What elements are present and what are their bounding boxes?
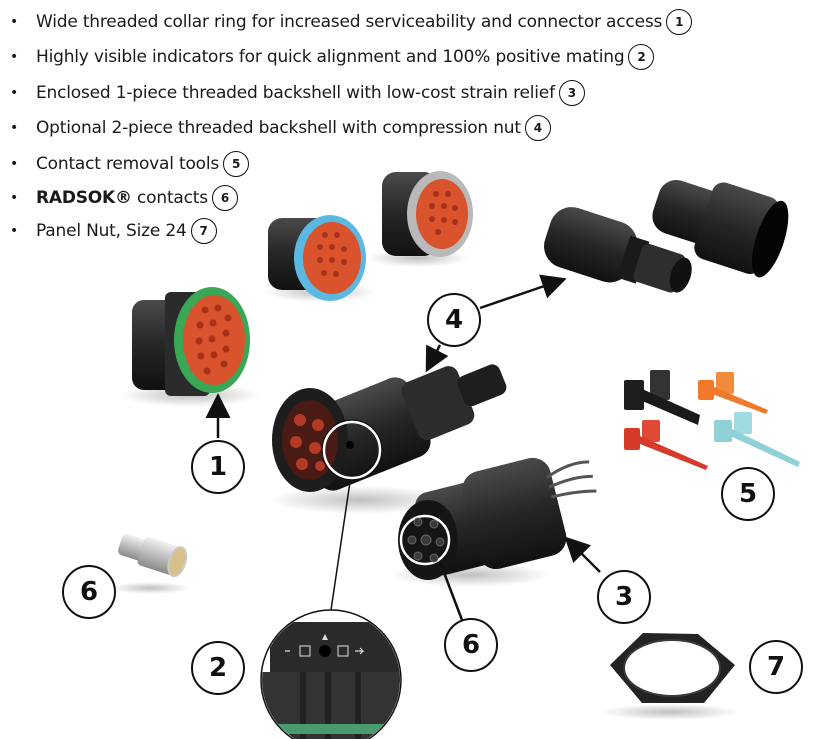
radsok-contact: [110, 534, 190, 594]
grey-plug-connector: [368, 171, 473, 267]
contact-removal-tools: [624, 370, 800, 470]
bullet: •: [10, 223, 19, 239]
plug-with-backshell: [270, 364, 507, 514]
feature-text: Wide threaded collar ring for increased …: [36, 11, 663, 32]
callout-3: 3: [597, 570, 651, 624]
feature-text-rest: contacts: [131, 188, 208, 208]
feature-item: • Contact removal tools 5: [8, 146, 692, 182]
feature-list: • Wide threaded collar ring for increase…: [8, 4, 693, 248]
callout-7: 7: [749, 640, 803, 694]
bullet: •: [10, 190, 19, 206]
bullet: •: [10, 49, 19, 66]
feature-item: • Enclosed 1-piece threaded backshell wi…: [8, 75, 692, 111]
number-badge: 1: [666, 8, 693, 35]
feature-text: Contact removal tools: [36, 153, 220, 174]
feature-item: • Highly visible indicators for quick al…: [8, 40, 692, 76]
number-badge: 5: [223, 150, 250, 177]
feature-text: Highly visible indicators for quick alig…: [36, 47, 625, 68]
number-badge: 4: [524, 115, 551, 142]
callout-1: 1: [191, 440, 245, 494]
bullet: •: [10, 84, 19, 101]
feature-item: • RADSOK® contacts 6: [8, 182, 692, 215]
feature-text: Enclosed 1-piece threaded backshell with…: [36, 82, 555, 103]
feature-text: Panel Nut, Size 24: [36, 221, 187, 241]
number-badge: 3: [558, 79, 585, 106]
bullet: •: [10, 13, 19, 30]
bullet: •: [10, 155, 19, 172]
panel-nut: [600, 633, 740, 720]
number-badge: 7: [190, 218, 217, 244]
callout-6-plug: 6: [444, 618, 498, 672]
number-badge: 2: [628, 44, 655, 71]
green-receptacle-connector: [120, 287, 260, 407]
feature-item: • Wide threaded collar ring for increase…: [8, 4, 693, 40]
feature-text: RADSOK® contacts: [36, 188, 208, 208]
callout-4: 4: [427, 293, 481, 347]
bullet: •: [10, 120, 19, 137]
feature-text: Optional 2-piece threaded backshell with…: [36, 118, 521, 139]
blue-plug-connector: [265, 215, 375, 302]
callout-2: 2: [191, 641, 245, 695]
number-badge: 6: [211, 185, 238, 211]
feature-item: • Panel Nut, Size 24 7: [8, 215, 692, 248]
brand-name: RADSOK®: [36, 188, 132, 208]
mating-indicator-detail: [260, 481, 402, 739]
callout-6-contact: 6: [62, 565, 116, 619]
callout-5: 5: [721, 467, 775, 521]
one-piece-backshell-plug: [390, 457, 597, 587]
feature-item: • Optional 2-piece threaded backshell wi…: [8, 111, 692, 147]
two-piece-backshell: [544, 180, 789, 293]
